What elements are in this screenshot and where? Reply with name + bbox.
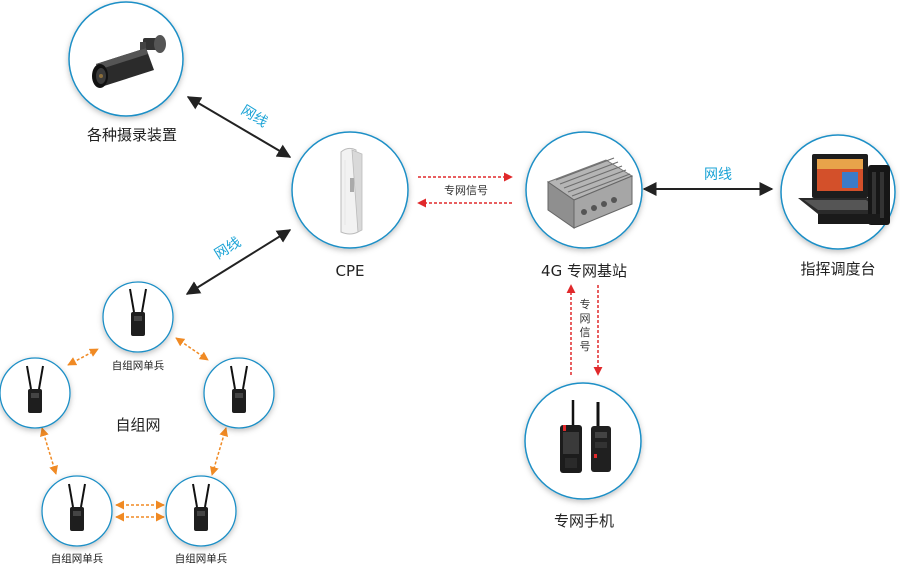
manpack-radio-icon xyxy=(129,288,147,336)
soldier-top-label: 自组网单兵 xyxy=(112,359,165,372)
manpack-radio-icon xyxy=(68,483,86,531)
handset-label: 专网手机 xyxy=(554,512,614,530)
manpack-radio-icon xyxy=(230,365,248,413)
bs-handset-signal-label: 专 网 信 号 xyxy=(580,297,591,353)
svg-text:专: 专 xyxy=(580,297,591,311)
base-station-icon xyxy=(546,157,634,229)
mesh-links xyxy=(40,337,229,522)
mesh-cpe-link-label: 网线 xyxy=(212,234,244,262)
camera-cpe-link-label: 网线 xyxy=(238,102,270,130)
cpe-label: CPE xyxy=(336,262,365,280)
cpe-bs-signal-label: 专网信号 xyxy=(444,183,488,197)
svg-text:信: 信 xyxy=(580,326,591,339)
soldier-bottom-right-label: 自组网单兵 xyxy=(175,552,228,565)
base-station-label: 4G 专网基站 xyxy=(541,262,627,280)
rugged-laptop-icon xyxy=(798,154,890,225)
manpack-radio-icon xyxy=(192,483,210,531)
svg-text:网: 网 xyxy=(580,312,591,325)
mesh-center-label: 自组网 xyxy=(115,416,160,434)
handset-circle xyxy=(524,382,642,500)
cameras-label: 各种摄录装置 xyxy=(87,126,177,144)
cpe-antenna-icon xyxy=(340,147,363,235)
bs-console-link-label: 网线 xyxy=(704,167,732,183)
console-label: 指挥调度台 xyxy=(800,260,875,278)
mesh-cpe-cable xyxy=(185,229,292,295)
cctv-camera-icon xyxy=(92,35,166,88)
svg-text:号: 号 xyxy=(580,340,591,353)
manpack-radio-icon xyxy=(26,365,44,413)
radio-handset-icon xyxy=(560,400,611,473)
camera-cpe-cable xyxy=(186,96,292,158)
soldier-bottom-left-label: 自组网单兵 xyxy=(51,552,104,565)
